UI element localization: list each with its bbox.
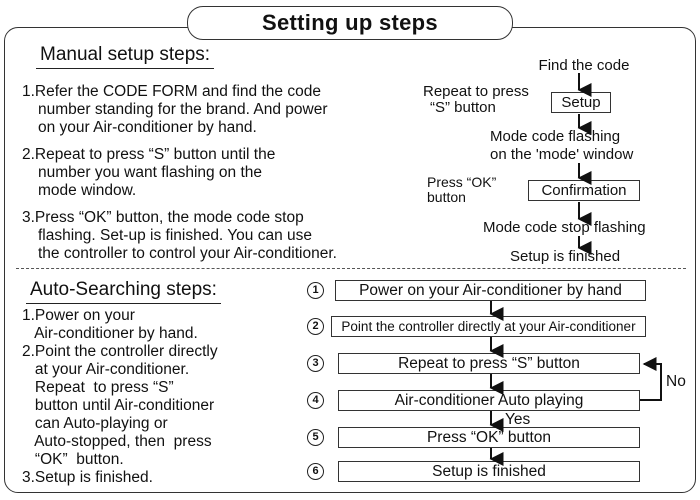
auto-box-auto-playing: Air-conditioner Auto playing bbox=[338, 390, 640, 411]
flow-setup-box: Setup bbox=[551, 92, 611, 113]
auto-step-line: 3.Setup is finished. bbox=[22, 469, 153, 486]
step-number-5: 5 bbox=[307, 429, 324, 446]
flow-confirmation-box: Confirmation bbox=[528, 180, 640, 201]
step-number-2: 2 bbox=[307, 318, 324, 335]
flow-stop-flashing: Mode code stop flashing bbox=[483, 219, 646, 236]
step-number-3: 3 bbox=[307, 355, 324, 372]
flow-find-code: Find the code bbox=[538, 57, 630, 74]
flow-mode-flashing-line-2: on the 'mode' window bbox=[490, 146, 634, 163]
auto-step-line: Repeat to press “S” bbox=[22, 379, 174, 396]
auto-step-line: at your Air-conditioner. bbox=[22, 361, 190, 378]
page-title: Setting up steps bbox=[187, 6, 513, 40]
auto-step-line: 2.Point the controller directly bbox=[22, 343, 218, 360]
manual-heading: Manual setup steps: bbox=[36, 44, 215, 69]
manual-step-1-line-2: number standing for the brand. And power bbox=[38, 101, 328, 118]
flow-press-ok-line-1: Press “OK” bbox=[427, 174, 497, 190]
manual-step-1-line-1: 1.Refer the CODE FORM and find the code bbox=[22, 83, 321, 100]
step-number-1: 1 bbox=[307, 282, 324, 299]
step-number-6: 6 bbox=[307, 463, 324, 480]
manual-step-2-line-1: 2.Repeat to press “S” button until the bbox=[22, 146, 276, 163]
no-label: No bbox=[666, 373, 686, 390]
flow-mode-flashing-line-1: Mode code flashing bbox=[490, 128, 621, 145]
manual-step-3-line-2: flashing. Set-up is finished. You can us… bbox=[38, 227, 313, 244]
auto-step-line: button until Air-conditioner bbox=[22, 397, 215, 414]
manual-step-3-line-1: 3.Press “OK” button, the mode code stop bbox=[22, 209, 304, 226]
manual-step-2-line-2: number you want flashing on the bbox=[38, 164, 263, 181]
flow-setup-finished: Setup is finished bbox=[510, 248, 621, 265]
flow-repeat-press-line-2: “S” button bbox=[430, 99, 496, 116]
section-divider bbox=[16, 268, 686, 269]
auto-step-line: can Auto-playing or bbox=[22, 415, 168, 432]
auto-step-line: Air-conditioner by hand. bbox=[22, 325, 198, 342]
manual-step-2-line-3: mode window. bbox=[38, 182, 137, 199]
auto-step-line: “OK” button. bbox=[22, 451, 124, 468]
manual-step-3-line-3: the controller to control your Air-condi… bbox=[38, 245, 337, 262]
flow-repeat-press-line-1: Repeat to press bbox=[423, 83, 529, 100]
auto-box-repeat-press: Repeat to press “S” button bbox=[338, 353, 640, 374]
auto-box-point-controller: Point the controller directly at your Ai… bbox=[331, 316, 646, 337]
auto-box-power-on: Power on your Air-conditioner by hand bbox=[335, 280, 646, 301]
auto-heading: Auto-Searching steps: bbox=[26, 279, 221, 304]
auto-box-setup-finished: Setup is finished bbox=[338, 461, 640, 482]
yes-label: Yes bbox=[505, 411, 531, 428]
step-number-4: 4 bbox=[307, 392, 324, 409]
flow-press-ok-line-2: button bbox=[427, 189, 466, 205]
auto-box-press-ok: Press “OK” button bbox=[338, 427, 640, 448]
manual-step-1-line-3: on your Air-conditioner by hand. bbox=[38, 119, 257, 136]
auto-step-line: 1.Power on your bbox=[22, 307, 135, 324]
auto-step-line: Auto-stopped, then press bbox=[22, 433, 212, 450]
